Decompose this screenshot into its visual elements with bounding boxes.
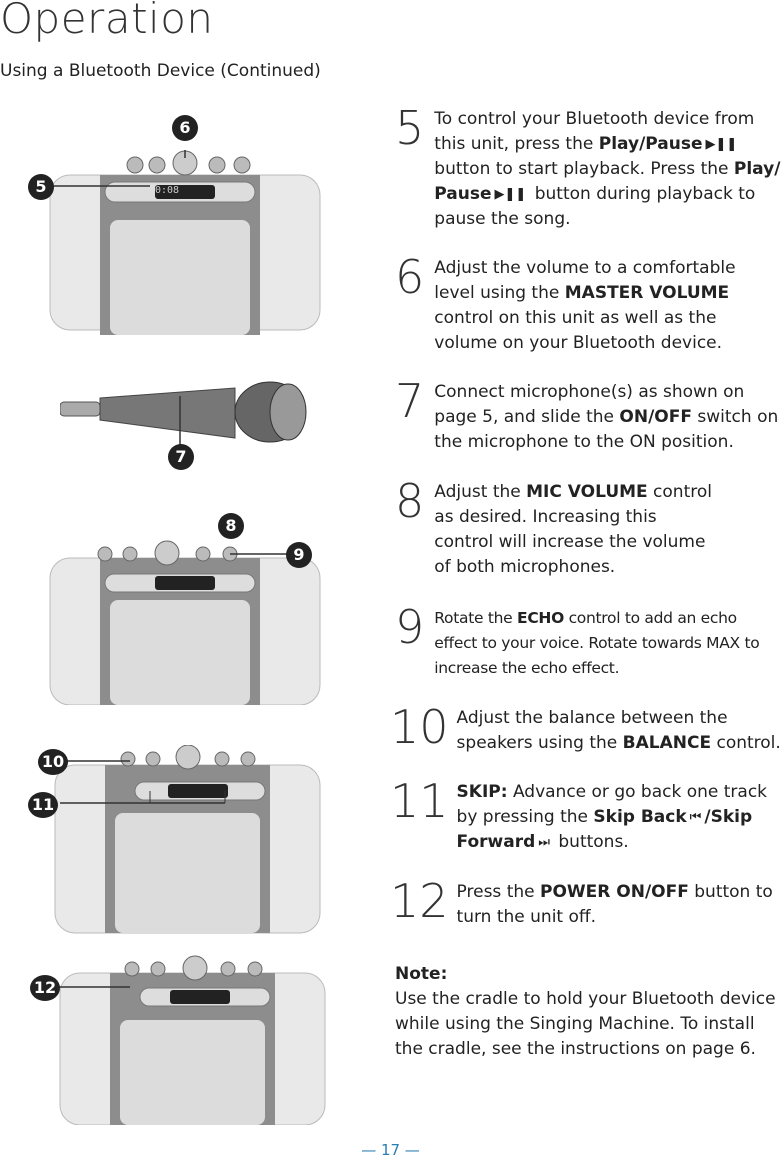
step-number: 8 [395,474,425,528]
page-number-footer: — 17 — [361,1141,420,1159]
karaoke-unit-illustration-2 [49,540,321,705]
note-block: Note: Use the cradle to hold your Blueto… [395,962,781,1062]
step-10: 10 Adjust the balance between the speake… [390,700,781,756]
callout-6: 6 [172,115,198,141]
callout-11: 11 [28,792,58,818]
step-6: 6 Adjust the volume to a comfortable lev… [395,250,781,356]
step-text: Adjust the volume to a comfortable level… [434,258,736,353]
step-9: 9 Rotate the ECHO control to add an echo… [395,600,781,681]
step-8: 8 Adjust the MIC VOLUME control as desir… [395,474,720,580]
callout-12: 12 [30,975,60,1001]
karaoke-unit-illustration-3 [54,745,321,934]
step-number: 6 [395,250,425,304]
step-number: 10 [390,700,449,754]
step-text: Adjust the balance between the speakers … [456,708,781,753]
skip-forward-icon: ⏭ [538,835,550,850]
note-label: Note: [395,964,448,984]
note-text: Use the cradle to hold your Bluetooth de… [395,989,776,1059]
step-text: SKIP: Advance or go back one track by pr… [457,780,781,855]
callout-9: 9 [286,542,312,568]
step-number: 9 [395,600,425,654]
step-7: 7 Connect microphone(s) as shown on page… [395,374,781,455]
callout-10: 10 [38,749,68,775]
step-11: 11 SKIP: Advance or go back one track by… [390,774,781,855]
play-pause-icon: ▶❚❚ [705,137,738,152]
step-number: 5 [395,101,425,155]
step-number: 7 [395,374,425,428]
callout-7: 7 [168,444,194,470]
callout-5: 5 [28,174,54,200]
step-number: 12 [390,874,449,928]
step-text: To control your Bluetooth device from th… [434,109,781,229]
step-text: Press the POWER ON/OFF button to turn th… [456,882,773,927]
page-title: Operation [0,0,214,43]
step-text: Connect microphone(s) as shown on page 5… [434,382,779,452]
page-subtitle: Using a Bluetooth Device (Continued) [0,61,321,81]
karaoke-unit-illustration-1 [49,150,321,335]
step-number: 11 [390,774,449,828]
step-5: 5 To control your Bluetooth device from … [395,101,781,232]
step-text: Adjust the MIC VOLUME control as desired… [434,482,712,577]
step-text: Rotate the ECHO control to add an echo e… [434,609,760,677]
skip-back-icon: ⏮ [689,810,702,825]
play-pause-icon: ▶❚❚ [494,187,527,202]
step-12: 12 Press the POWER ON/OFF button to turn… [390,874,781,930]
karaoke-unit-illustration-4 [58,955,326,1125]
display-readout: 0:08 [155,185,180,196]
callout-8: 8 [218,513,244,539]
microphone-illustration [60,381,307,450]
